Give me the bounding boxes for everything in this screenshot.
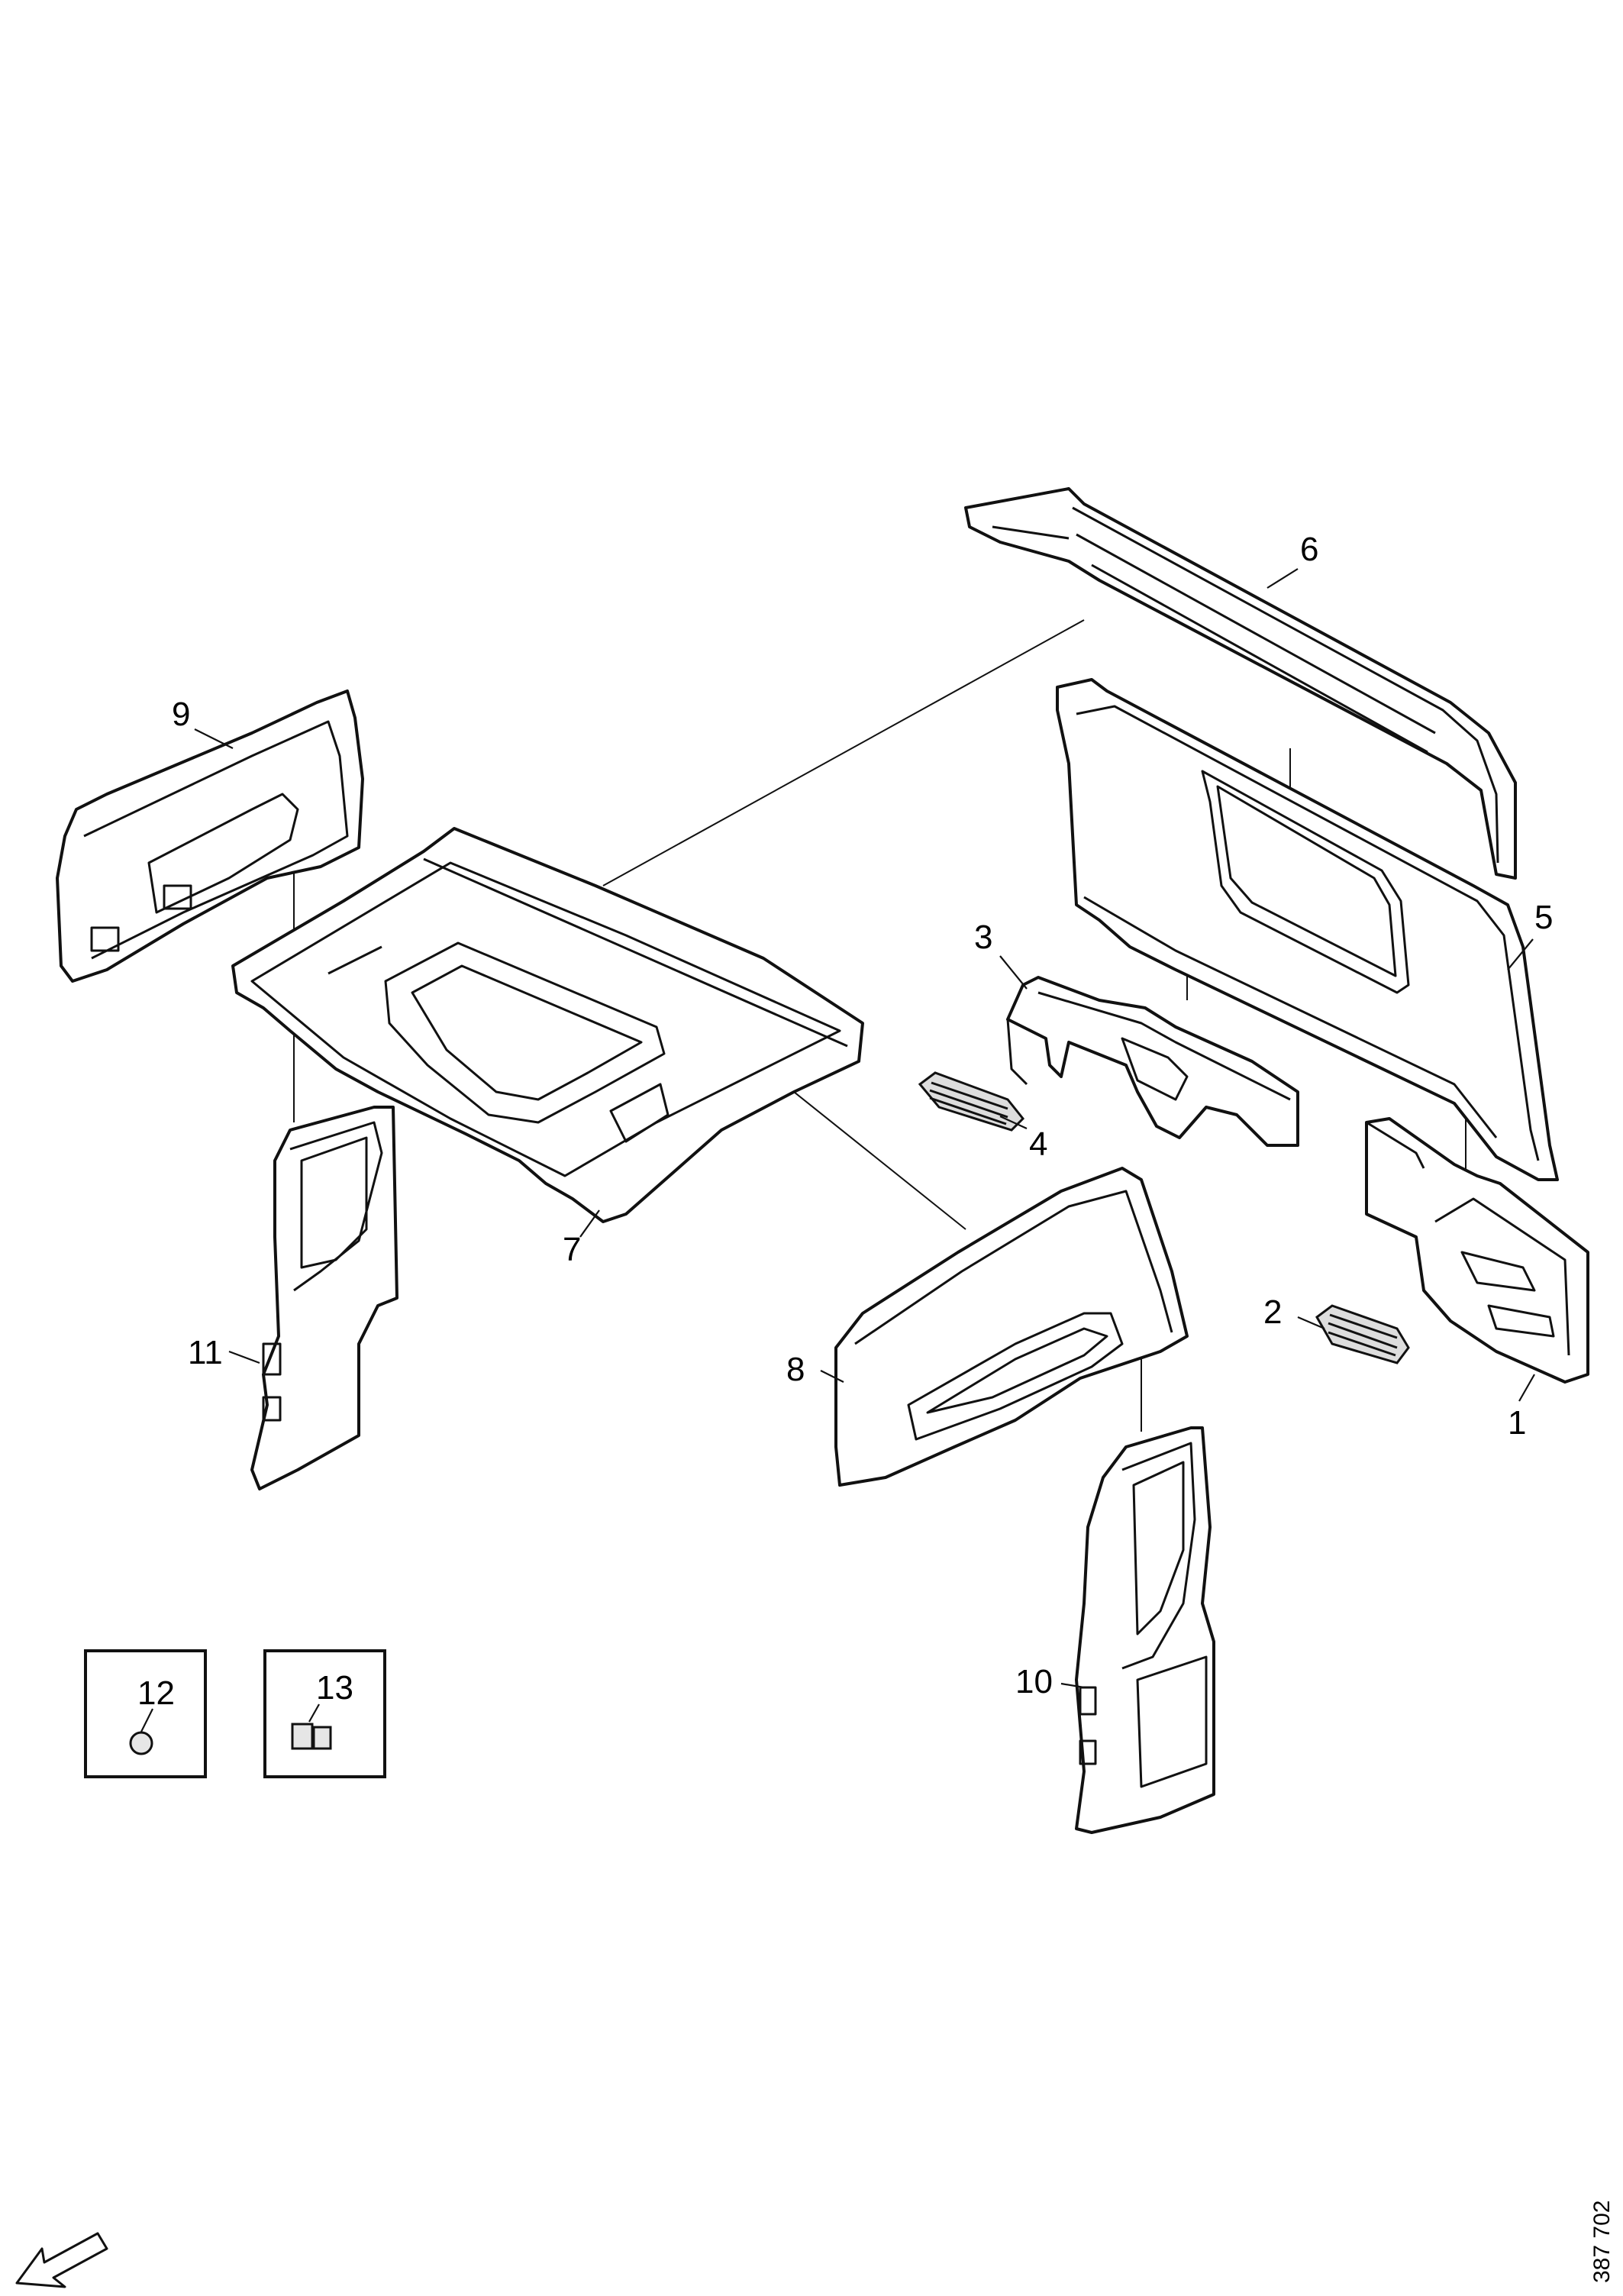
leader-lines: [194, 568, 1535, 1689]
callout-4: 4: [1029, 1125, 1047, 1163]
callout-1: 1: [1508, 1404, 1526, 1442]
callout-3: 3: [974, 919, 992, 956]
drawing-code: 387 702: [1589, 2201, 1615, 2283]
callout-13: 13: [316, 1669, 353, 1707]
callout-labels: 1 2 3 4 5 6 7 8 9 10 11 12 13: [137, 531, 1553, 1712]
callout-9: 9: [172, 696, 190, 733]
part-8-right-upper-side-trim: [834, 1167, 1189, 1487]
callout-11: 11: [188, 1334, 223, 1371]
callout-6: 6: [1300, 531, 1318, 568]
callout-7: 7: [563, 1231, 581, 1268]
callout-2: 2: [1263, 1293, 1282, 1331]
part-10-right-lower-pillar-trim: [1075, 1426, 1215, 1834]
callout-12: 12: [137, 1674, 175, 1712]
part-9-left-upper-side-trim: [56, 689, 364, 983]
part-12-box: [84, 1649, 207, 1778]
part-4-vent-grille: [918, 1071, 1025, 1132]
part-2-vent-grille: [1315, 1304, 1410, 1364]
part-1-rear-lower-trim: [1365, 1117, 1589, 1384]
callout-8: 8: [786, 1351, 805, 1388]
part-3-rear-console: [1006, 976, 1299, 1147]
part-6-upper-rear-trim: [964, 487, 1517, 880]
part-5-rear-wall-panel: [1056, 678, 1559, 1181]
front-direction-arrow-icon: [15, 2232, 108, 2288]
part-7-headliner-panel: [231, 827, 864, 1223]
part-13-box: [263, 1649, 386, 1778]
callout-5: 5: [1534, 899, 1553, 936]
part-11-left-lower-pillar-trim: [250, 1106, 398, 1490]
callout-10: 10: [1015, 1663, 1053, 1700]
